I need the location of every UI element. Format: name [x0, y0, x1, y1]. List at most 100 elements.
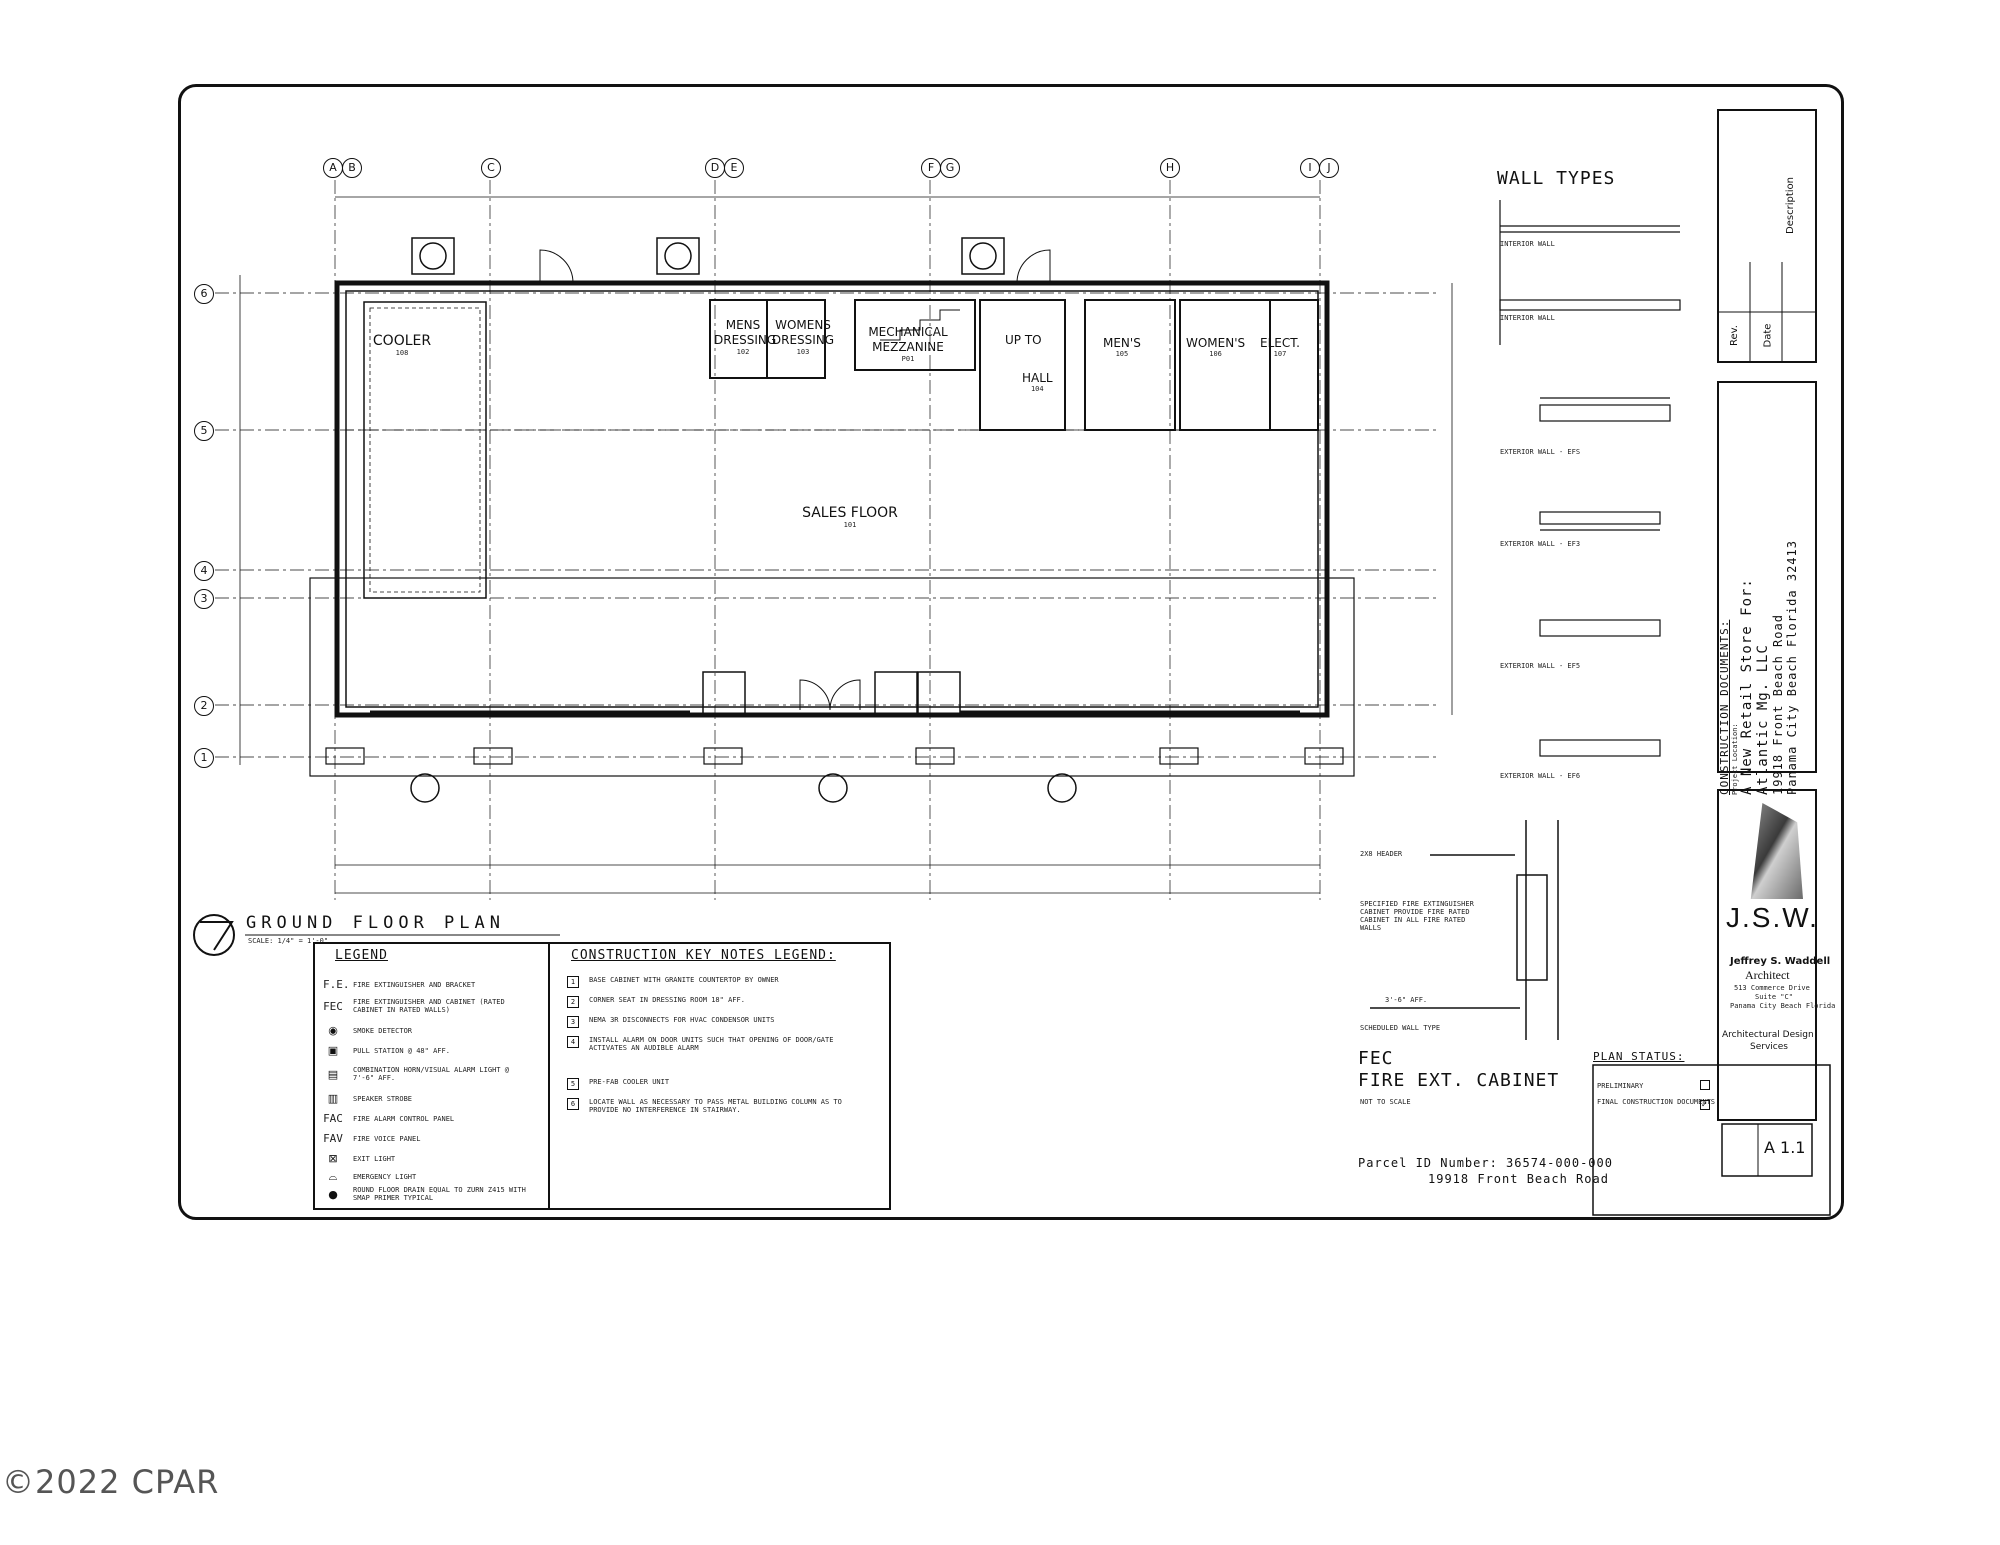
room-mechanical-mezzanine: MECHANICAL MEZZANINE P01: [868, 325, 948, 363]
grid-bubble-row: 3: [194, 589, 214, 609]
wall-type-label: EXTERIOR WALL - EF5: [1500, 662, 1581, 670]
legend-box: LEGEND F.E.FIRE EXTINGUISHER AND BRACKET…: [313, 942, 891, 1210]
grid-bubble-row: 5: [194, 421, 214, 441]
fec-height: 3'-6" AFF.: [1385, 996, 1428, 1004]
parcel-address: 19918 Front Beach Road: [1428, 1172, 1609, 1186]
womens-room: [1179, 299, 1271, 431]
fec-wall-label: SCHEDULED WALL TYPE: [1360, 1024, 1441, 1032]
wall-type-label: EXTERIOR WALL - EF3: [1500, 540, 1581, 548]
room-sales-floor: SALES FLOOR 101: [802, 505, 898, 529]
legend-item: ⊠EXIT LIGHT: [323, 1152, 395, 1165]
building-logo-icon: [1750, 803, 1803, 899]
room-cooler: COOLER 108: [372, 333, 432, 357]
date-label: Date: [1762, 323, 1774, 348]
services-line: Architectural Design: [1722, 1030, 1814, 1040]
room-womens-dressing: WOMENS DRESSING 103: [771, 318, 835, 356]
wall-types-title: WALL TYPES: [1497, 168, 1616, 189]
legend-item: ●ROUND FLOOR DRAIN EQUAL TO ZURN Z415 WI…: [323, 1186, 533, 1202]
grid-bubble-column: F: [921, 158, 941, 178]
legend-item: ▥SPEAKER STROBE: [323, 1092, 412, 1105]
firm-logo: [1725, 795, 1825, 945]
emergency-light-icon: ⌓: [328, 1170, 338, 1183]
hall-room: [979, 299, 1066, 431]
plan-status-prelim: PRELIMINARY: [1597, 1082, 1644, 1090]
key-notes-title: CONSTRUCTION KEY NOTES LEGEND:: [571, 948, 836, 963]
plan-status-final: FINAL CONSTRUCTION DOCUMENTS: [1597, 1098, 1716, 1106]
grid-bubble-column: A: [323, 158, 343, 178]
project-info-block: CONSTRUCTION DOCUMENTS: Project Location…: [1718, 540, 1799, 795]
mens-room: [1084, 299, 1176, 431]
grid-bubble-row: 6: [194, 284, 214, 304]
fec-header-label: 2X8 HEADER: [1360, 850, 1403, 858]
room-mens: MEN'S 105: [1103, 336, 1141, 358]
speaker-strobe-icon: ▥: [327, 1092, 339, 1105]
prelim-checkbox: [1700, 1080, 1710, 1090]
rev-label: Rev.: [1728, 325, 1740, 346]
legend-item: ⌓EMERGENCY LIGHT: [323, 1170, 417, 1184]
firm-address: Panama City Beach Florida: [1730, 1002, 1836, 1010]
legend-item: ▣PULL STATION @ 48" AFF.: [323, 1044, 450, 1057]
building-exterior-wall: [334, 280, 1330, 718]
sheet-number: A 1.1: [1764, 1138, 1806, 1157]
grid-bubble-column: B: [342, 158, 362, 178]
horn-visual-icon: ▤: [327, 1067, 339, 1081]
plan-status-title: PLAN STATUS:: [1593, 1050, 1685, 1063]
grid-bubble-column: J: [1319, 158, 1339, 178]
grid-bubble-row: 4: [194, 561, 214, 581]
plan-title: GROUND FLOOR PLAN: [246, 913, 505, 933]
grid-bubble-row: 2: [194, 696, 214, 716]
fec-subtitle: FIRE EXT. CABINET: [1358, 1070, 1560, 1091]
drawing-sheet: [178, 84, 1844, 1220]
final-checkbox-check-icon: ✓: [1700, 1100, 1710, 1110]
smoke-detector-icon: ◉: [328, 1024, 338, 1037]
mechanical-room: [854, 299, 976, 371]
grid-bubble-column: D: [705, 158, 725, 178]
legend-item: ◉SMOKE DETECTOR: [323, 1024, 412, 1037]
room-elect: ELECT. 107: [1260, 336, 1300, 358]
firm-name: J.S.W.: [1726, 902, 1819, 933]
copyright-watermark: ©2022 CPAR: [2, 1463, 220, 1501]
fec-scale: NOT TO SCALE: [1360, 1098, 1411, 1106]
grid-bubble-row: 1: [194, 748, 214, 768]
parcel-id: Parcel ID Number: 36574-000-000: [1358, 1156, 1613, 1170]
wall-type-label: INTERIOR WALL: [1500, 240, 1555, 248]
floor-drain-icon: ●: [328, 1187, 338, 1201]
room-hall: HALL 104: [1022, 371, 1053, 393]
legend-title: LEGEND: [335, 948, 388, 963]
legend-item: ▤COMBINATION HORN/VISUAL ALARM LIGHT @ 7…: [323, 1066, 533, 1082]
services-line: Services: [1750, 1042, 1788, 1052]
sidewalk-outline: [309, 577, 1355, 777]
grid-bubble-column: G: [940, 158, 960, 178]
legend-item: F.E.FIRE EXTINGUISHER AND BRACKET: [323, 978, 476, 991]
fec-note: SPECIFIED FIRE EXTINGUISHER CABINET PROV…: [1360, 900, 1474, 932]
grid-bubble-column: I: [1300, 158, 1320, 178]
wall-type-label: EXTERIOR WALL - EFS: [1500, 448, 1581, 456]
room-womens: WOMEN'S 106: [1186, 336, 1246, 358]
fec-title: FEC: [1358, 1048, 1394, 1069]
architect-title: Architect: [1745, 968, 1790, 982]
firm-address: Suite "C": [1755, 993, 1793, 1001]
wall-type-label: INTERIOR WALL: [1500, 314, 1555, 322]
plan-scale: SCALE: 1/4" = 1'-0": [248, 937, 329, 945]
firm-address: 513 Commerce Drive: [1734, 984, 1810, 992]
room-mens-dressing: MENS DRESSING 102: [714, 318, 777, 356]
grid-bubble-column: H: [1160, 158, 1180, 178]
room-up-to: UP TO: [1005, 333, 1042, 347]
building-interior-wall: [345, 290, 1319, 708]
architect-name: Jeffrey S. Waddell: [1730, 956, 1831, 967]
pull-station-icon: ▣: [327, 1044, 339, 1057]
elect-room: [1269, 299, 1319, 431]
wall-type-label: EXTERIOR WALL - EF6: [1500, 772, 1581, 780]
grid-bubble-column: C: [481, 158, 501, 178]
description-label: Description: [1784, 177, 1796, 234]
grid-bubble-column: E: [724, 158, 744, 178]
